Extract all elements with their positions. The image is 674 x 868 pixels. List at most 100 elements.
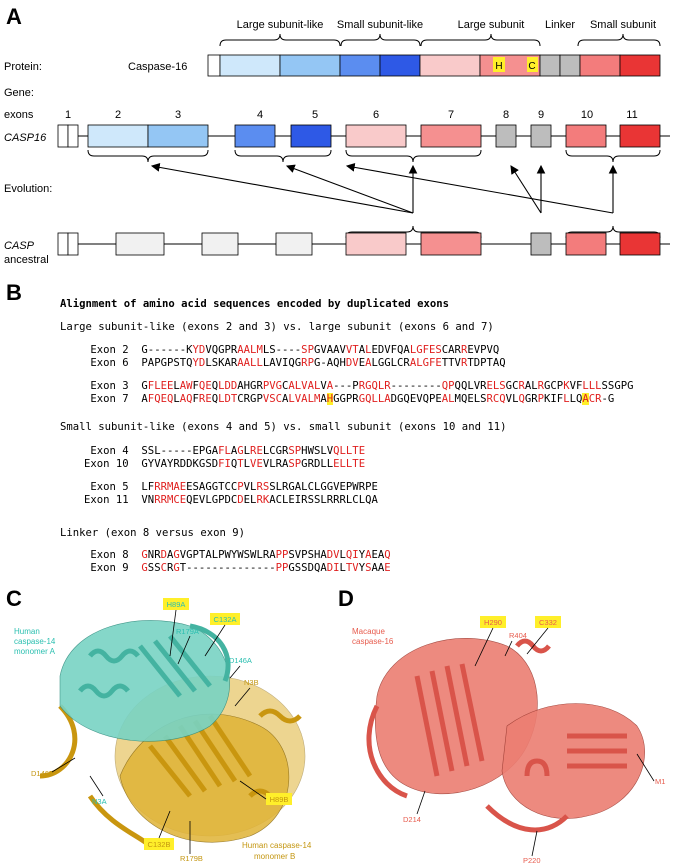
alignment-row: Exon 9 GSSCRGT--------------PPGSSDQADILT… bbox=[84, 562, 391, 575]
panel-a-letter: A bbox=[6, 4, 22, 29]
protein-name: Caspase-16 bbox=[128, 61, 187, 73]
group-heading-large: Large subunit-like (exons 2 and 3) vs. l… bbox=[60, 321, 494, 333]
alignment-block: Exon 4 SSL-----EPGAFLAGLRELCGRSPHWSLVQLL… bbox=[84, 445, 365, 471]
svg-text:1: 1 bbox=[65, 109, 71, 121]
label-d214: D214 bbox=[403, 815, 421, 824]
residue-c: C bbox=[528, 61, 535, 72]
exon-label: Exon 2 bbox=[84, 344, 142, 356]
section-label-small-like: Small subunit-like bbox=[337, 19, 423, 31]
caspase16-ribbon bbox=[366, 638, 645, 833]
label-h89a: H89A bbox=[167, 600, 186, 609]
section-label-large-like: Large subunit-like bbox=[237, 19, 324, 31]
h89a-highlight bbox=[163, 598, 189, 610]
exon-numbers: 1 2 3 4 5 6 7 8 9 10 11 bbox=[65, 109, 638, 121]
panel-a-diagram: Large subunit-like Small subunit-like La… bbox=[4, 19, 670, 266]
svg-text:2: 2 bbox=[115, 109, 121, 121]
label-r179a: R179A bbox=[176, 627, 199, 636]
alignment-row: Exon 11 VNRRMCEQEVLGPDCDELRKACLEIRSSLRRR… bbox=[84, 494, 378, 507]
c332-highlight bbox=[535, 616, 561, 628]
exon-label: Exon 4 bbox=[84, 445, 142, 457]
title-monomer-a-3: monomer A bbox=[14, 647, 56, 656]
sequence: LFRRMAEESAGGTCCPVLRSSLRGALCLGGVEPWRPE bbox=[141, 481, 378, 493]
alignment-row: Exon 4 SSL-----EPGAFLAGLRELCGRSPHWSLVQLL… bbox=[84, 445, 365, 458]
protein-bar bbox=[207, 54, 661, 77]
label-r404: R404 bbox=[509, 631, 527, 640]
alignment-block: Exon 3 GFLEELAWFQEQLDDAHGRPVGCALVALVA---… bbox=[84, 380, 633, 406]
exon-label: Exon 9 bbox=[84, 562, 142, 574]
label-d146b: D146B bbox=[31, 769, 54, 778]
h89b-highlight bbox=[266, 793, 292, 805]
exon-label: Exon 5 bbox=[84, 481, 142, 493]
alignment-row: Exon 2 G------KYDVQGPRAALMLS----SPGVAAVV… bbox=[84, 344, 506, 357]
section-label-linker: Linker bbox=[545, 19, 575, 31]
c132b-highlight bbox=[144, 838, 174, 850]
title-monomer-b-2: monomer B bbox=[254, 852, 295, 861]
exon-label: Exon 3 bbox=[84, 380, 142, 392]
label-m1: M1 bbox=[655, 777, 665, 786]
sequence: PAPGPSTQYDLSKARAALLLAVIQGRPG-AQHDVEALGGL… bbox=[141, 357, 506, 369]
svg-text:4: 4 bbox=[257, 109, 263, 121]
residue-h-highlight bbox=[493, 57, 505, 72]
label-n3b: N3B bbox=[244, 678, 259, 687]
exon-label: Exon 11 bbox=[84, 494, 142, 506]
section-label-small: Small subunit bbox=[590, 19, 656, 31]
c132a-highlight bbox=[210, 613, 240, 625]
sequence: VNRRMCEQEVLGPDCDELRKACLEIRSSLRRRLCLQA bbox=[141, 494, 378, 506]
alignment-block: Exon 8 GNRDAGVGPTALPWYWSWLRAPPSVPSHADVLQ… bbox=[84, 549, 391, 575]
evolution-arrows bbox=[150, 163, 618, 214]
sequence: GSSCRGT--------------PPGSSDQADILTVYSAAE bbox=[141, 562, 391, 574]
gene-name: CASP16 bbox=[4, 132, 47, 144]
alignment-block: Exon 5 LFRRMAEESAGGTCCPVLRSSLRGALCLGGVEP… bbox=[84, 481, 378, 507]
residue-h: H bbox=[495, 61, 502, 72]
panel-d-letter: D bbox=[338, 586, 354, 611]
svg-text:3: 3 bbox=[175, 109, 181, 121]
sequence: GYVAYRDDKGSDFIQTLVEVLRASPGRDLLELLTE bbox=[141, 458, 366, 470]
exon-label: Exon 6 bbox=[84, 357, 142, 369]
alignment-row: Exon 5 LFRRMAEESAGGTCCPVLRSSLRGALCLGGVEP… bbox=[84, 481, 378, 494]
alignment-row: Exon 8 GNRDAGVGPTALPWYWSWLRAPPSVPSHADVLQ… bbox=[84, 549, 390, 562]
alignment-row: Exon 10 GYVAYRDDKGSDFIQTLVEVLRASPGRDLLEL… bbox=[84, 458, 365, 471]
group-heading-linker: Linker (exon 8 versus exon 9) bbox=[60, 527, 245, 539]
sequence: G------KYDVQGPRAALMLS----SPGVAAVVTALEDVF… bbox=[141, 344, 500, 356]
panel-c-pointers bbox=[51, 609, 267, 854]
title-caspase16-2: caspase-16 bbox=[352, 637, 394, 646]
casp16-gene-exons bbox=[57, 124, 661, 148]
svg-text:8: 8 bbox=[503, 109, 509, 121]
h290-highlight bbox=[480, 616, 506, 628]
alignment-title: Alignment of amino acid sequences encode… bbox=[60, 298, 450, 310]
label-r179b: R179B bbox=[180, 854, 203, 863]
residue-c-highlight bbox=[527, 57, 538, 72]
svg-text:10: 10 bbox=[581, 109, 593, 121]
label-c332: C332 bbox=[539, 618, 557, 627]
monomer-a-ribbon bbox=[59, 620, 231, 742]
label-h89b: H89B bbox=[270, 795, 289, 804]
alignment-block: Exon 2 G------KYDVQGPRAALMLS----SPGVAAVV… bbox=[84, 344, 506, 370]
label-d146a: D146A bbox=[229, 656, 252, 665]
alignment-row: Exon 7 AFQEQLAQFREQLDTCRGPVSCALVALMAHGGP… bbox=[84, 393, 633, 406]
title-caspase16-1: Macaque bbox=[352, 627, 385, 636]
label-h290: H290 bbox=[484, 618, 502, 627]
label-n3a: N3A bbox=[92, 797, 107, 806]
title-monomer-a-2: caspase-14 bbox=[14, 637, 56, 646]
group-heading-small: Small subunit-like (exons 4 and 5) vs. s… bbox=[60, 421, 507, 433]
svg-text:9: 9 bbox=[538, 109, 544, 121]
panel-c-letter: C bbox=[6, 586, 22, 611]
exon-label: Exon 7 bbox=[84, 393, 142, 405]
ancestral-gene-exons bbox=[57, 232, 661, 256]
svg-text:7: 7 bbox=[448, 109, 454, 121]
title-monomer-b-1: Human caspase-14 bbox=[242, 841, 312, 850]
ancestral-braces bbox=[345, 225, 661, 239]
protein-section-braces bbox=[219, 33, 661, 47]
exons-label: exons bbox=[4, 109, 34, 121]
gene-braces bbox=[87, 149, 661, 163]
exon-label: Exon 8 bbox=[84, 549, 142, 561]
ancestral-sub: ancestral bbox=[4, 254, 49, 266]
svg-text:6: 6 bbox=[373, 109, 379, 121]
panel-d-pointers bbox=[416, 627, 655, 857]
alignment-row: Exon 6 PAPGPSTQYDLSKARAALLLAVIQGRPG-AQHD… bbox=[84, 357, 506, 370]
alignment-row: Exon 3 GFLEELAWFQEQLDDAHGRPVGCALVALVA---… bbox=[84, 380, 633, 393]
label-p220: P220 bbox=[523, 856, 541, 865]
caspase16-structure: Macaque caspase-16 H290 C332 R404 M1 D21… bbox=[352, 616, 665, 865]
svg-text:11: 11 bbox=[626, 109, 637, 121]
exon-label: Exon 10 bbox=[84, 458, 142, 470]
